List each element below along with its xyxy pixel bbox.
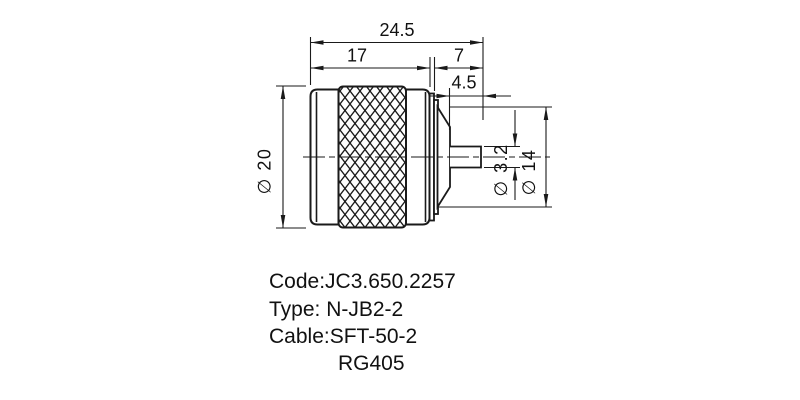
dim-pin-diameter: ∅ 3.2 bbox=[484, 110, 520, 200]
notes-block: Code:JC3.650.2257 Type: N-JB2-2 Cable:SF… bbox=[269, 270, 456, 375]
dim-tail-length: 4.5 bbox=[430, 73, 511, 130]
note-cable: Cable:SFT-50-2 bbox=[269, 325, 417, 348]
dim-rear-length: 7 bbox=[433, 46, 483, 91]
left-cap bbox=[309, 88, 344, 226]
rear-cone bbox=[436, 103, 451, 211]
dim-rear-length-label: 7 bbox=[454, 46, 464, 66]
dim-flange-diameter: ∅ 14 bbox=[437, 106, 552, 208]
dim-pin-diameter-label: ∅ 3.2 bbox=[491, 143, 511, 196]
arrowhead-left bbox=[434, 65, 448, 71]
arrowhead-right-outside bbox=[483, 93, 496, 99]
dim-tail-length-label: 4.5 bbox=[451, 73, 476, 93]
dim-total-length: 24.5 bbox=[309, 20, 484, 120]
arrowhead-bottom bbox=[543, 194, 549, 207]
arrowhead-top bbox=[280, 86, 286, 99]
arrowhead-left-outside bbox=[436, 93, 450, 99]
note-code: Code:JC3.650.2257 bbox=[269, 270, 456, 293]
arrowhead-right bbox=[470, 40, 483, 45]
dim-body-diameter: ∅ 20 bbox=[255, 85, 306, 229]
note-cable-alt: RG405 bbox=[338, 352, 405, 375]
arrowhead-right bbox=[470, 65, 483, 71]
arrowhead-right bbox=[417, 65, 430, 71]
dim-flange-diameter-label: ∅ 14 bbox=[519, 149, 539, 196]
dim-body-length-label: 17 bbox=[347, 46, 367, 66]
arrowhead-bottom bbox=[280, 215, 286, 228]
arrowhead-bottom-outside bbox=[512, 167, 518, 181]
dim-body-diameter-label: ∅ 20 bbox=[255, 148, 275, 195]
note-type: Type: N-JB2-2 bbox=[269, 298, 403, 321]
dim-body-length: 17 bbox=[310, 46, 431, 87]
dim-total-length-label: 24.5 bbox=[379, 20, 414, 40]
arrowhead-top-outside bbox=[512, 133, 518, 147]
arrowhead-top bbox=[543, 107, 549, 120]
arrowhead-left bbox=[310, 40, 324, 45]
arrowhead-left bbox=[310, 65, 324, 71]
